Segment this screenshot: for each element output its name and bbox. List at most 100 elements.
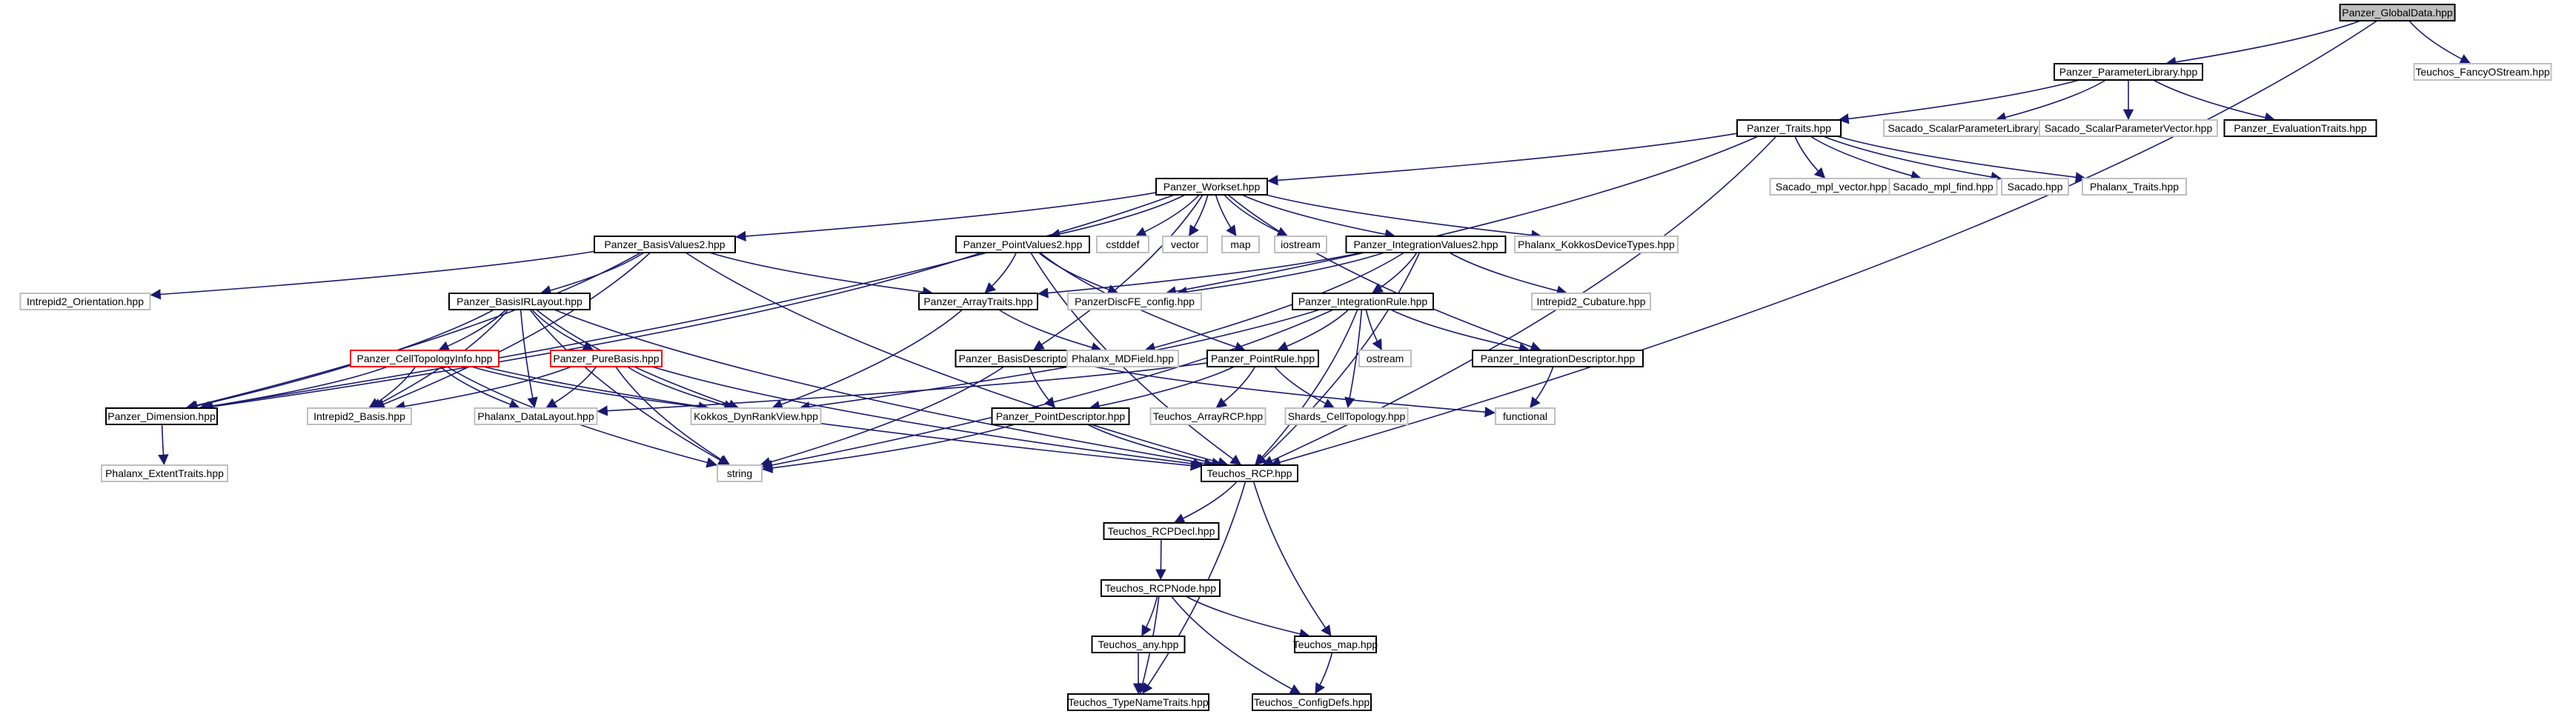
edge-rcpnode-to-any xyxy=(1141,596,1158,637)
node-label: Panzer_PointDescriptor.hpp xyxy=(996,410,1126,422)
node-intv2[interactable]: Panzer_IntegrationValues2.hpp xyxy=(1345,236,1507,253)
node-box xyxy=(1162,236,1208,253)
node-kokkosdev[interactable]: Phalanx_KokkosDeviceTypes.hpp xyxy=(1514,236,1679,253)
node-dimension[interactable]: Panzer_Dimension.hpp xyxy=(105,407,218,425)
node-typename[interactable]: Teuchos_TypeNameTraits.hpp xyxy=(1067,693,1209,711)
node-box xyxy=(1472,350,1644,367)
node-evaltraits[interactable]: Panzer_EvaluationTraits.hpp xyxy=(2223,119,2377,137)
edge-intv2-to-arraytraits xyxy=(1037,252,1362,299)
node-pointrule[interactable]: Panzer_PointRule.hpp xyxy=(1206,350,1319,367)
node-basisir[interactable]: Panzer_BasisIRLayout.hpp xyxy=(448,293,591,310)
node-rcp[interactable]: Teuchos_RCP.hpp xyxy=(1201,464,1298,482)
edge-intv2-to-intrule xyxy=(1371,252,1418,294)
node-sacspl[interactable]: Sacado_ScalarParameterLibrary.hpp xyxy=(1883,119,2062,137)
node-pointdesc[interactable]: Panzer_PointDescriptor.hpp xyxy=(991,407,1130,425)
node-mplvec[interactable]: Sacado_mpl_vector.hpp xyxy=(1769,178,1893,196)
node-tmap[interactable]: Teuchos_map.hpp xyxy=(1293,636,1378,653)
node-map[interactable]: map xyxy=(1221,236,1260,253)
node-mdfield[interactable]: Phalanx_MDField.hpp xyxy=(1066,350,1179,367)
node-intrepidorient[interactable]: Intrepid2_Orientation.hpp xyxy=(19,293,151,310)
node-label: Teuchos_FancyOStream.hpp xyxy=(2415,66,2550,78)
edge-pointrule-to-shards xyxy=(1274,366,1335,409)
node-rcpnode[interactable]: Teuchos_RCPNode.hpp xyxy=(1101,579,1221,597)
node-iostream[interactable]: iostream xyxy=(1274,236,1327,253)
node-box xyxy=(474,407,598,425)
node-arrayrcp[interactable]: Teuchos_ArrayRCP.hpp xyxy=(1149,407,1267,425)
node-box xyxy=(1206,350,1319,367)
node-arraytraits[interactable]: Panzer_ArrayTraits.hpp xyxy=(918,293,1038,310)
node-label: Panzer_CellTopologyInfo.hpp xyxy=(357,353,493,364)
edge-pointrule-to-pointdesc xyxy=(1089,366,1235,412)
node-box xyxy=(1101,579,1221,597)
node-fancy[interactable]: Teuchos_FancyOStream.hpp xyxy=(2413,63,2552,81)
node-extent[interactable]: Phalanx_ExtentTraits.hpp xyxy=(101,464,228,482)
node-label: Sacado_ScalarParameterLibrary.hpp xyxy=(1888,122,2058,134)
node-shards[interactable]: Shards_CellTopology.hpp xyxy=(1284,407,1409,425)
edge-pointdesc-to-string xyxy=(761,424,1015,473)
node-label: Teuchos_map.hpp xyxy=(1293,638,1378,650)
edge-paramlib-to-traits xyxy=(1838,79,2079,124)
node-string[interactable]: string xyxy=(717,464,763,482)
node-paramlib[interactable]: Panzer_ParameterLibrary.hpp xyxy=(2054,63,2203,81)
node-basisv2[interactable]: Panzer_BasisValues2.hpp xyxy=(594,236,736,253)
node-box xyxy=(448,293,591,310)
node-label: string xyxy=(727,467,752,479)
node-intrepidbasis[interactable]: Intrepid2_Basis.hpp xyxy=(307,407,412,425)
edge-basisir-to-purebasis xyxy=(531,309,594,351)
node-label: Phalanx_MDField.hpp xyxy=(1072,353,1174,364)
node-workset[interactable]: Panzer_Workset.hpp xyxy=(1155,178,1268,196)
node-intdesc[interactable]: Panzer_IntegrationDescriptor.hpp xyxy=(1472,350,1644,367)
edge-pointdesc-to-rcp xyxy=(1087,424,1223,469)
edge-basisv2-to-intrepidorient xyxy=(150,250,595,300)
edge-workset-to-basisdesc xyxy=(1032,194,1204,351)
node-box xyxy=(1103,522,1220,540)
edge-pointrule-to-arrayrcp xyxy=(1215,366,1256,409)
node-box xyxy=(991,407,1130,425)
node-label: Panzer_Workset.hpp xyxy=(1163,181,1261,193)
node-celltopo[interactable]: Panzer_CellTopologyInfo.hpp xyxy=(350,350,499,367)
node-sacado[interactable]: Sacado.hpp xyxy=(2001,178,2069,196)
node-pointv2[interactable]: Panzer_PointValues2.hpp xyxy=(955,236,1090,253)
node-box xyxy=(101,464,228,482)
node-box xyxy=(1252,693,1372,711)
node-any[interactable]: Teuchos_any.hpp xyxy=(1091,636,1186,653)
edge-workset-to-cstddef xyxy=(1135,194,1200,237)
edge-paramlib-to-evaltraits xyxy=(2153,79,2276,123)
node-intrule[interactable]: Panzer_IntegrationRule.hpp xyxy=(1292,293,1434,310)
node-datalayout[interactable]: Phalanx_DataLayout.hpp xyxy=(474,407,598,425)
edge-traits-to-phtraits xyxy=(1836,136,2087,183)
edge-basisdesc-to-functional xyxy=(1092,365,1496,418)
node-cubature[interactable]: Intrepid2_Cubature.hpp xyxy=(1531,293,1651,310)
node-sacspv[interactable]: Sacado_ScalarParameterVector.hpp xyxy=(2039,119,2218,137)
node-vector[interactable]: vector xyxy=(1162,236,1208,253)
node-box xyxy=(1096,236,1149,253)
node-label: Panzer_IntegrationDescriptor.hpp xyxy=(1481,353,1636,364)
edge-workset-to-map xyxy=(1215,194,1238,237)
node-label: Phalanx_KokkosDeviceTypes.hpp xyxy=(1518,239,1675,250)
edge-traits-to-mplvec xyxy=(1794,136,1826,179)
node-box xyxy=(2001,178,2069,196)
node-functional[interactable]: functional xyxy=(1495,407,1556,425)
node-box xyxy=(1201,464,1298,482)
node-mplfind[interactable]: Sacado_mpl_find.hpp xyxy=(1888,178,1998,196)
node-configdefs[interactable]: Teuchos_ConfigDefs.hpp xyxy=(1252,693,1372,711)
node-dynrank[interactable]: Kokkos_DynRankView.hpp xyxy=(690,407,822,425)
node-cstddef[interactable]: cstddef xyxy=(1096,236,1149,253)
node-discfe[interactable]: PanzerDiscFE_config.hpp xyxy=(1067,293,1202,310)
node-box xyxy=(717,464,763,482)
node-rcpdecl[interactable]: Teuchos_RCPDecl.hpp xyxy=(1103,522,1220,540)
node-label: Panzer_BasisDescriptor.hpp xyxy=(959,353,1090,364)
node-purebasis[interactable]: Panzer_PureBasis.hpp xyxy=(550,350,663,367)
node-box xyxy=(350,350,499,367)
node-label: map xyxy=(1230,239,1250,250)
node-traits[interactable]: Panzer_Traits.hpp xyxy=(1736,119,1842,137)
edge-intv2-to-rcp xyxy=(1255,252,1421,466)
node-phtraits[interactable]: Phalanx_Traits.hpp xyxy=(2082,178,2187,196)
node-ostream[interactable]: ostream xyxy=(1358,350,1412,367)
node-basisdesc[interactable]: Panzer_BasisDescriptor.hpp xyxy=(955,350,1094,367)
edge-arraytraits-to-mdfield xyxy=(998,309,1103,353)
edge-workset-to-kokkosdev xyxy=(1265,194,1542,241)
edge-basisv2-to-dimension xyxy=(185,252,642,411)
node-global[interactable]: Panzer_GlobalData.hpp xyxy=(2339,4,2456,21)
node-label: Panzer_BasisIRLayout.hpp xyxy=(457,296,582,307)
